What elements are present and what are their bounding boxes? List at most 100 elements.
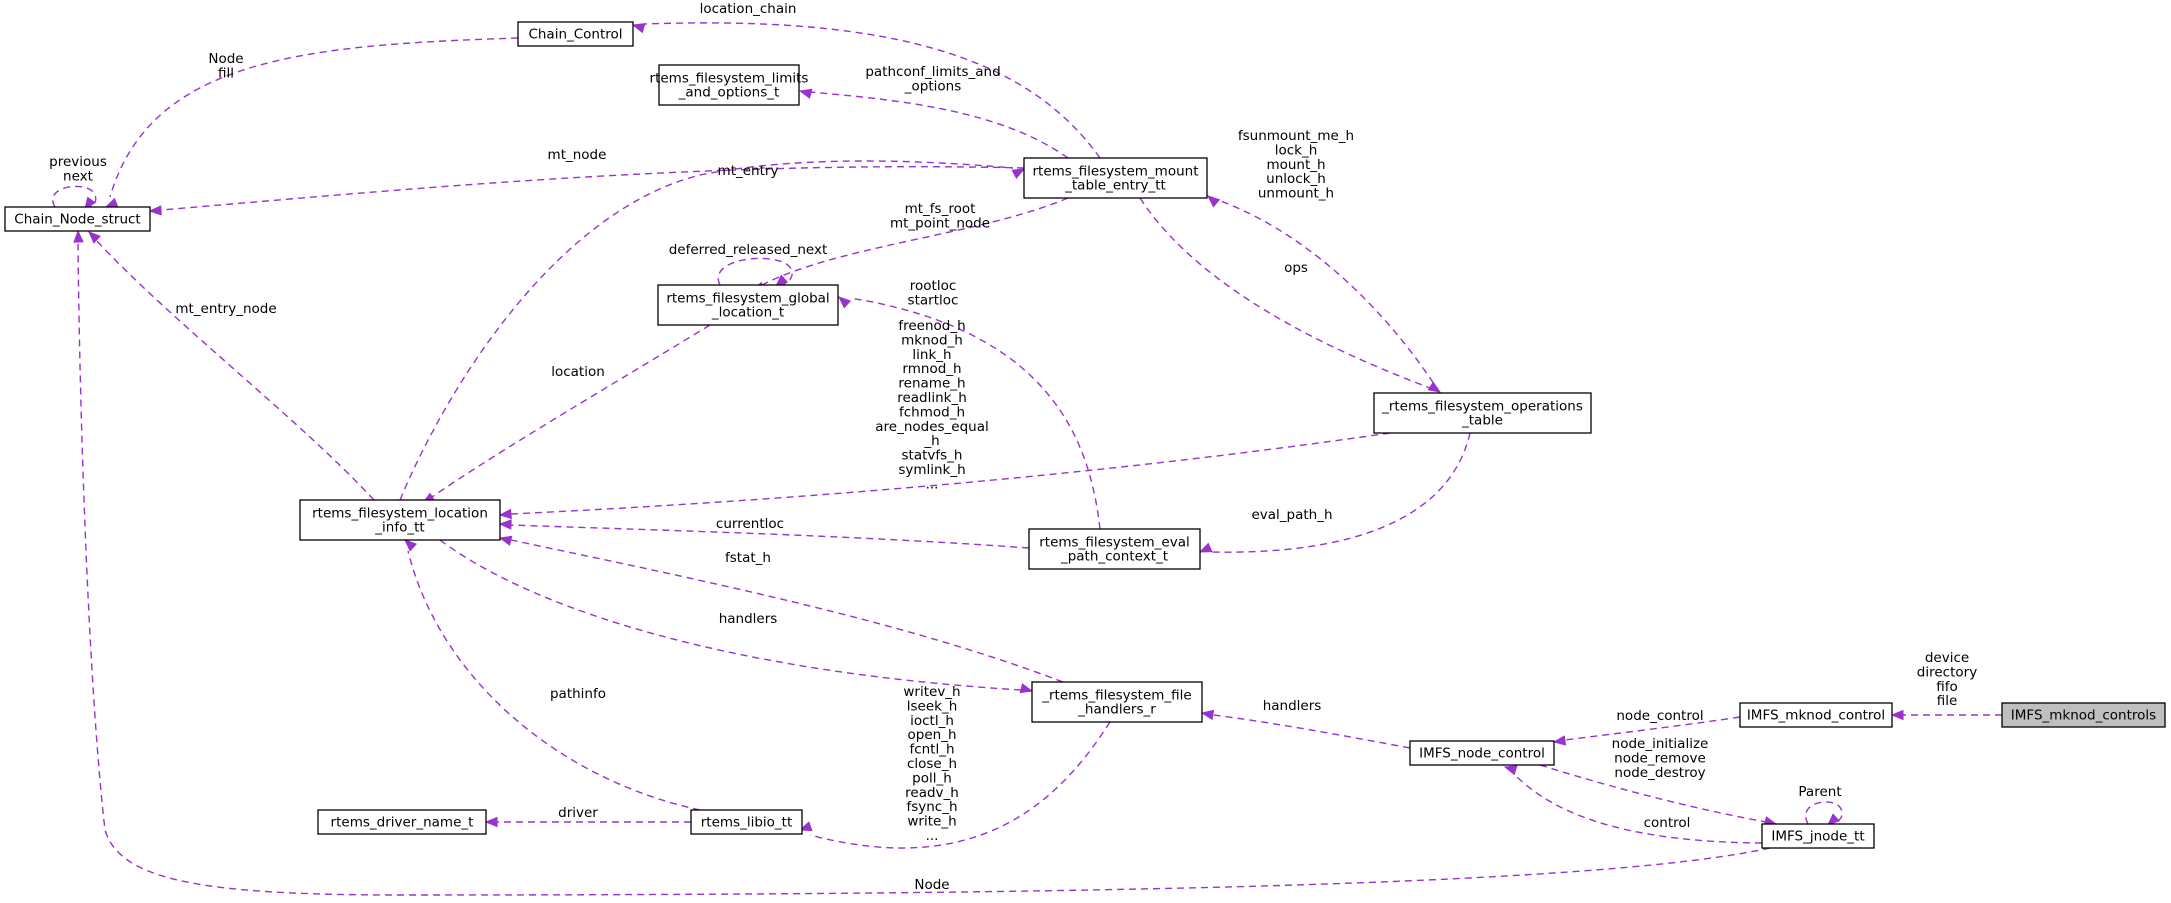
edge-global-location-to-location: location	[421, 324, 711, 504]
node-box	[1739, 702, 1893, 728]
edge-label-line: directory	[1917, 664, 1977, 680]
node-label: IMFS_jnode_tt	[1771, 829, 1864, 845]
edge-label-line: link_h	[912, 347, 951, 363]
edge-label: Node	[914, 877, 949, 893]
node-box	[1028, 528, 1201, 570]
arrowhead-icon	[798, 821, 813, 832]
edge-label: location	[551, 364, 605, 380]
node-mount-table-entry-tt[interactable]: rtems_filesystem_mount_table_entry_tt	[1023, 157, 1208, 199]
edge-label-line: mt_entry	[718, 163, 779, 179]
node-imfs-node-control[interactable]: IMFS_node_control	[1409, 740, 1555, 766]
node-imfs-jnode-tt[interactable]: IMFS_jnode_tt	[1761, 823, 1875, 849]
edge-label-line: handlers	[719, 611, 778, 627]
edge-label-line: control	[1644, 815, 1691, 831]
node-label: _rtems_filesystem_file_handlers_r	[1041, 687, 1192, 717]
edge-label-line: next	[63, 168, 93, 184]
edge-line	[809, 91, 1069, 159]
node-file-handlers-r[interactable]: _rtems_filesystem_file_handlers_r	[1031, 681, 1203, 723]
node-limits-and-options-t[interactable]: rtems_filesystem_limits_and_options_t	[650, 64, 809, 106]
edge-jnode-to-chain-node: Node	[73, 229, 1771, 896]
edge-label-line: _h	[923, 433, 939, 449]
edge-label-line: rmnod_h	[902, 361, 961, 377]
node-label-line: rtems_filesystem_location	[312, 505, 488, 521]
edge-label-line: node_destroy	[1614, 765, 1705, 781]
edge-label-line: currentloc	[716, 516, 784, 532]
edge-label-line: close_h	[907, 756, 957, 772]
edge-label-line: lock_h	[1275, 142, 1318, 158]
arrowhead-icon	[1198, 542, 1213, 553]
edge-jnode-to-jnode: Parent	[1798, 784, 1843, 826]
node-imfs-mknod-controls[interactable]: IMFS_mknod_controls	[2001, 702, 2166, 728]
edge-label-line: fsync_h	[906, 799, 957, 815]
edge-label: handlers	[719, 611, 778, 627]
edge-label-line: fill	[218, 65, 234, 81]
edge-line	[1539, 764, 1767, 823]
node-eval-path-context-t[interactable]: rtems_filesystem_eval_path_context_t	[1028, 528, 1201, 570]
node-label-line: Chain_Control	[528, 27, 622, 43]
nodes-layer: IMFS_mknod_controls IMFS_mknod_controlIMF…	[4, 21, 2166, 849]
edge-line	[643, 22, 1101, 159]
edge-location-to-file-handlers: handlers	[439, 539, 1034, 694]
edge-label-line: writev_h	[903, 684, 960, 700]
edge-line	[52, 185, 97, 208]
node-box	[4, 206, 151, 232]
edge-mount-table-to-chain-control: location_chain	[631, 1, 1101, 159]
edge-label-line: unlock_h	[1266, 171, 1326, 187]
arrowhead-icon	[148, 205, 162, 216]
edge-label: handlers	[1263, 698, 1322, 714]
arrowhead-icon	[104, 197, 119, 208]
node-label-line: _table	[1461, 413, 1503, 429]
edge-operations-to-eval-path: eval_path_h	[1198, 432, 1471, 553]
edge-label-line: rootloc	[910, 278, 957, 294]
node-box	[1031, 681, 1203, 723]
edge-label-line: rename_h	[898, 376, 965, 392]
edge-label-line: write_h	[907, 814, 956, 830]
node-label: Chain_Node_struct	[14, 212, 140, 228]
edge-label-line: ...	[926, 476, 939, 492]
edge-label-line: pathinfo	[550, 686, 606, 702]
node-label: rtems_filesystem_limits_and_options_t	[650, 70, 809, 100]
edge-label-line: _options	[904, 78, 961, 94]
arrowhead-icon	[73, 229, 84, 243]
node-label-line: Chain_Node_struct	[14, 212, 140, 228]
edge-location-to-mount-table: mt_entry	[399, 160, 1026, 501]
node-label: rtems_libio_tt	[701, 815, 793, 831]
node-operations-table[interactable]: _rtems_filesystem_operations_table	[1373, 392, 1592, 434]
edge-line	[1212, 714, 1411, 749]
edge-label-line: ioctl_h	[910, 713, 954, 729]
edge-label: currentloc	[716, 516, 784, 532]
node-label-line: rtems_filesystem_limits	[650, 70, 809, 86]
node-global-location-t[interactable]: rtems_filesystem_global_location_t	[657, 284, 839, 326]
node-libio-tt[interactable]: rtems_libio_tt	[690, 809, 803, 835]
edge-line	[1805, 801, 1843, 825]
edge-label-line: fifo	[1936, 679, 1958, 695]
arrowhead-icon	[1206, 195, 1221, 208]
arrowhead-icon	[1200, 709, 1215, 721]
edge-label-line: startloc	[908, 292, 959, 308]
edge-label-line: mt_fs_root	[905, 201, 976, 217]
node-location-info-tt[interactable]: rtems_filesystem_location_info_tt	[299, 499, 501, 541]
edge-file-handlers-to-location: fstat_h	[498, 535, 1064, 683]
node-imfs-mknod-control[interactable]: IMFS_mknod_control	[1739, 702, 1893, 728]
edge-line	[1139, 197, 1431, 389]
node-driver-name-t[interactable]: rtems_driver_name_t	[317, 809, 487, 835]
node-label: IMFS_mknod_control	[1747, 708, 1885, 724]
node-box	[517, 21, 634, 47]
edge-label-line: Parent	[1798, 784, 1841, 800]
edge-label-line: mount_h	[1266, 157, 1325, 173]
edge-label-line: fsunmount_me_h	[1238, 128, 1354, 144]
node-label-line: _rtems_filesystem_operations	[1381, 398, 1583, 414]
node-chain-node-struct[interactable]: Chain_Node_struct	[4, 206, 151, 232]
edge-label-line: ...	[926, 828, 939, 844]
node-chain-control[interactable]: Chain_Control	[517, 21, 634, 47]
node-label-line: _location_t	[711, 305, 784, 321]
arrowhead-icon	[798, 88, 813, 99]
